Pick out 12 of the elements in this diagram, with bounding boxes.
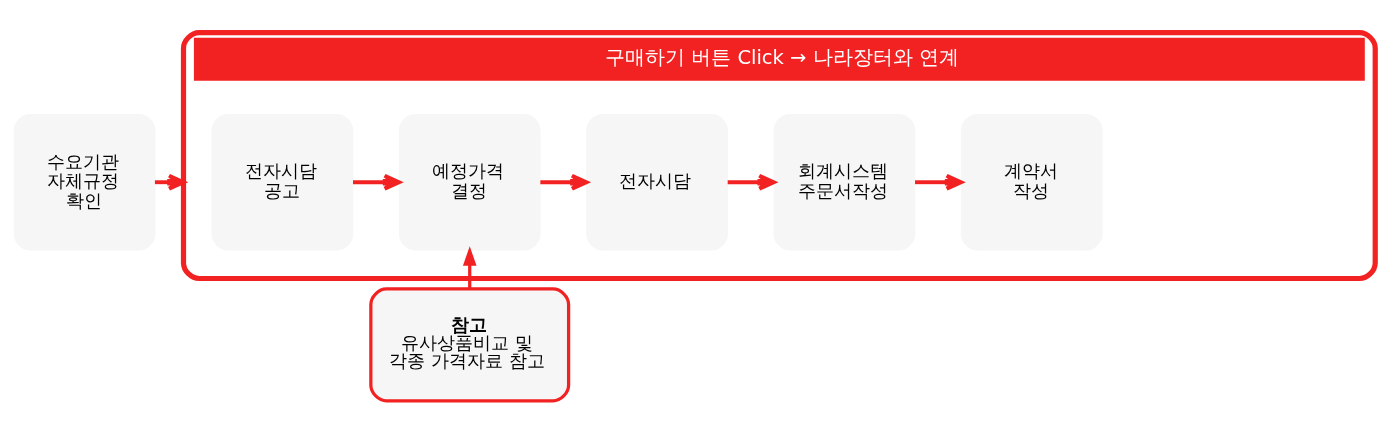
node-box: 전자시담 — [586, 113, 728, 251]
node-box: 참고 유사상품비교 및 각종 가격자료 참고 — [369, 286, 571, 402]
node-box: 수요기관 자체규정 확인 — [13, 113, 156, 251]
node-box: 예정가격 결정 — [398, 113, 541, 251]
arrow — [462, 245, 477, 289]
arrow — [540, 173, 589, 191]
node-box: 회계시스템 주문서작성 — [773, 113, 916, 251]
arrow — [727, 173, 776, 191]
arrow — [353, 173, 401, 191]
arrow — [915, 173, 964, 191]
node-box: 계약서 작성 — [960, 113, 1103, 251]
node-box: 전자시담 공고 — [211, 113, 354, 251]
